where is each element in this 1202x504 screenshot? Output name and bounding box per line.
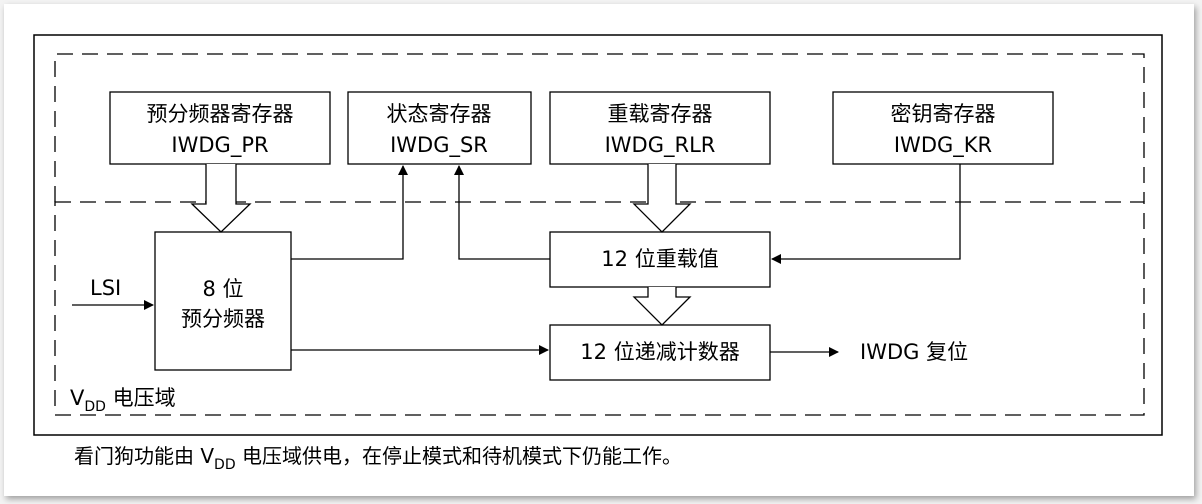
prescaler-box bbox=[154, 231, 292, 371]
reload-to-counter-arrow bbox=[632, 287, 692, 326]
sr-title: 状态寄存器 bbox=[387, 102, 492, 126]
rlr-title: 重载寄存器 bbox=[608, 102, 713, 126]
vdd-v: V bbox=[70, 386, 85, 410]
iwdg-sr-box bbox=[347, 91, 532, 165]
counter-label: 12 位递减计数器 bbox=[580, 340, 739, 364]
lsi-label: LSI bbox=[90, 276, 121, 300]
rlr-name: IWDG_RLR bbox=[605, 133, 716, 158]
register-region-dashed bbox=[54, 53, 1145, 202]
reload-status-line bbox=[454, 165, 550, 260]
prescaler-status-line bbox=[291, 165, 408, 260]
vdd-domain-text: 电压域 bbox=[106, 386, 176, 410]
vdd-sub: DD bbox=[84, 399, 106, 415]
kr-title: 密钥寄存器 bbox=[891, 102, 996, 126]
sr-name: IWDG_SR bbox=[390, 133, 488, 158]
reload-value-label: 12 位重载值 bbox=[601, 247, 718, 271]
counter-box bbox=[549, 324, 771, 381]
pr-title: 预分频器寄存器 bbox=[147, 102, 294, 126]
outer-frame bbox=[33, 34, 1163, 436]
caption-before: 看门狗功能由 V bbox=[74, 444, 215, 468]
vdd-domain-label: VDD 电压域 bbox=[70, 386, 176, 415]
caption-after: 电压域供电，在停止模式和待机模式下仍能工作。 bbox=[235, 444, 682, 468]
prescaler-line2: 预分频器 bbox=[181, 307, 265, 331]
figure-caption: 看门狗功能由 VDD 电压域供电，在停止模式和待机模式下仍能工作。 bbox=[74, 440, 682, 473]
prescaler-line1: 8 位 bbox=[202, 277, 243, 301]
caption-sub: DD bbox=[214, 457, 236, 473]
rlr-to-reload-arrow bbox=[632, 164, 692, 233]
reset-label: IWDG 复位 bbox=[860, 340, 968, 364]
kr-reload-line bbox=[771, 164, 961, 264]
pr-name: IWDG_PR bbox=[171, 133, 268, 158]
iwdg-kr-box bbox=[832, 91, 1054, 165]
pr-to-prescaler-arrow bbox=[190, 164, 252, 233]
kr-name: IWDG_KR bbox=[894, 133, 992, 158]
iwdg-pr-box bbox=[109, 91, 331, 165]
